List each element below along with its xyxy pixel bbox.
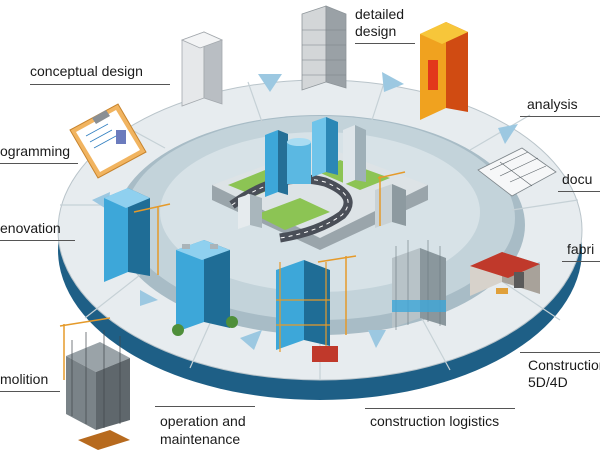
road-marking: [231, 178, 349, 239]
city-tower-3: [343, 125, 366, 185]
documentation-floorplan: [477, 147, 557, 197]
label-conceptual-design: conceptual design: [30, 63, 143, 79]
label-operation-line1: operation and: [160, 413, 246, 429]
underline-operation: [155, 406, 255, 407]
analysis-heatmap-building: [420, 22, 468, 120]
detailed-design-model: [301, 5, 347, 91]
programming-clipboard: [69, 103, 147, 179]
underline-renovation: [0, 240, 75, 241]
label-documentation: docu: [562, 171, 593, 187]
construction-logistics-site: [276, 255, 357, 362]
label-detailed-line2: design: [355, 23, 397, 39]
underline-construction-logistics: [365, 408, 515, 409]
label-programming: ogramming: [0, 143, 71, 159]
operation-maintenance-building: [172, 240, 238, 336]
label-construction-line2: 5D/4D: [528, 374, 568, 390]
fabrication-factory: [470, 252, 540, 296]
demolition-building: [59, 317, 130, 450]
underline-documentation: [558, 191, 600, 192]
label-operation-line2: maintenance: [160, 431, 241, 447]
arrow-7: [140, 290, 158, 306]
underline-detailed-design: [355, 43, 415, 44]
underline-programming: [0, 163, 78, 164]
central-city: [212, 117, 428, 250]
arrow-6: [240, 330, 262, 350]
city-small-building: [238, 194, 262, 229]
city-tower-1: [265, 130, 288, 197]
underline-fabrication: [562, 261, 600, 262]
arrow-2: [382, 72, 404, 92]
grass-block-3: [255, 198, 330, 230]
renovation-building: [104, 188, 171, 282]
city-cylinder-tower: [287, 138, 311, 184]
underline-conceptual-design: [30, 84, 170, 85]
underline-demolition: [0, 391, 60, 392]
label-detailed-line1: detailed: [355, 6, 405, 22]
city-tower-2: [312, 117, 338, 177]
underline-analysis: [520, 116, 600, 117]
arrow-1: [258, 74, 282, 92]
city-construction-site: [375, 171, 406, 228]
label-fabrication: fabri: [567, 241, 595, 257]
segment-dividers: [60, 79, 579, 380]
label-analysis: analysis: [527, 96, 578, 112]
conceptual-design-model: [180, 31, 224, 107]
construction-4d5d-building: [392, 240, 446, 330]
arrow-3: [498, 124, 518, 144]
arrow-5: [368, 330, 386, 348]
label-demolition: molition: [0, 371, 49, 387]
label-construction-line1: Construction: [528, 357, 600, 373]
label-renovation: enovation: [0, 220, 61, 236]
label-construction-logistics: construction logistics: [370, 413, 500, 429]
underline-construction: [520, 352, 600, 353]
